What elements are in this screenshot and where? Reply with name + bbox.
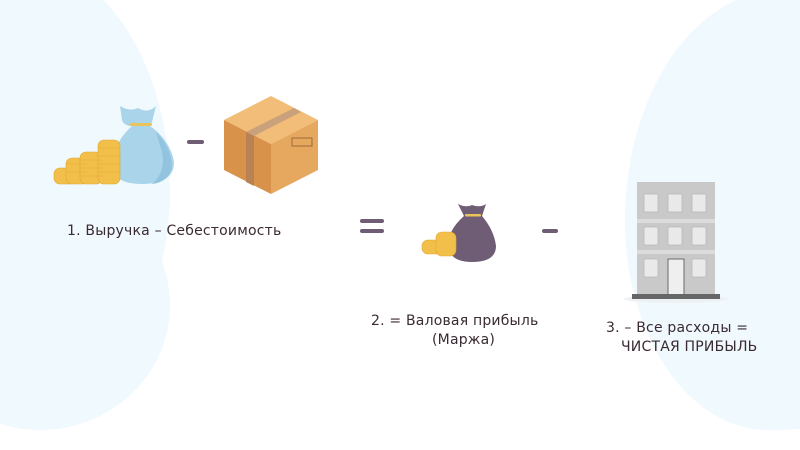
cardboard-box-icon <box>224 96 318 194</box>
equals-operator-bottom <box>360 229 384 233</box>
money-bag-with-coins-icon <box>52 102 178 188</box>
minus-operator <box>187 140 204 144</box>
step-2-label-line1: 2. = Валовая прибыль <box>371 313 539 329</box>
step-1-label: 1. Выручка – Себестоимость <box>67 223 282 239</box>
money-bag-small-icon <box>420 202 500 264</box>
step-2-label-line2: (Маржа) <box>432 332 496 348</box>
building-icon <box>622 178 730 306</box>
step-3-label-line2: ЧИСТАЯ ПРИБЫЛЬ <box>621 339 758 355</box>
equals-operator-top <box>360 219 384 223</box>
minus-operator <box>542 229 558 233</box>
step-3-label-line1: 3. – Все расходы = <box>606 320 749 336</box>
